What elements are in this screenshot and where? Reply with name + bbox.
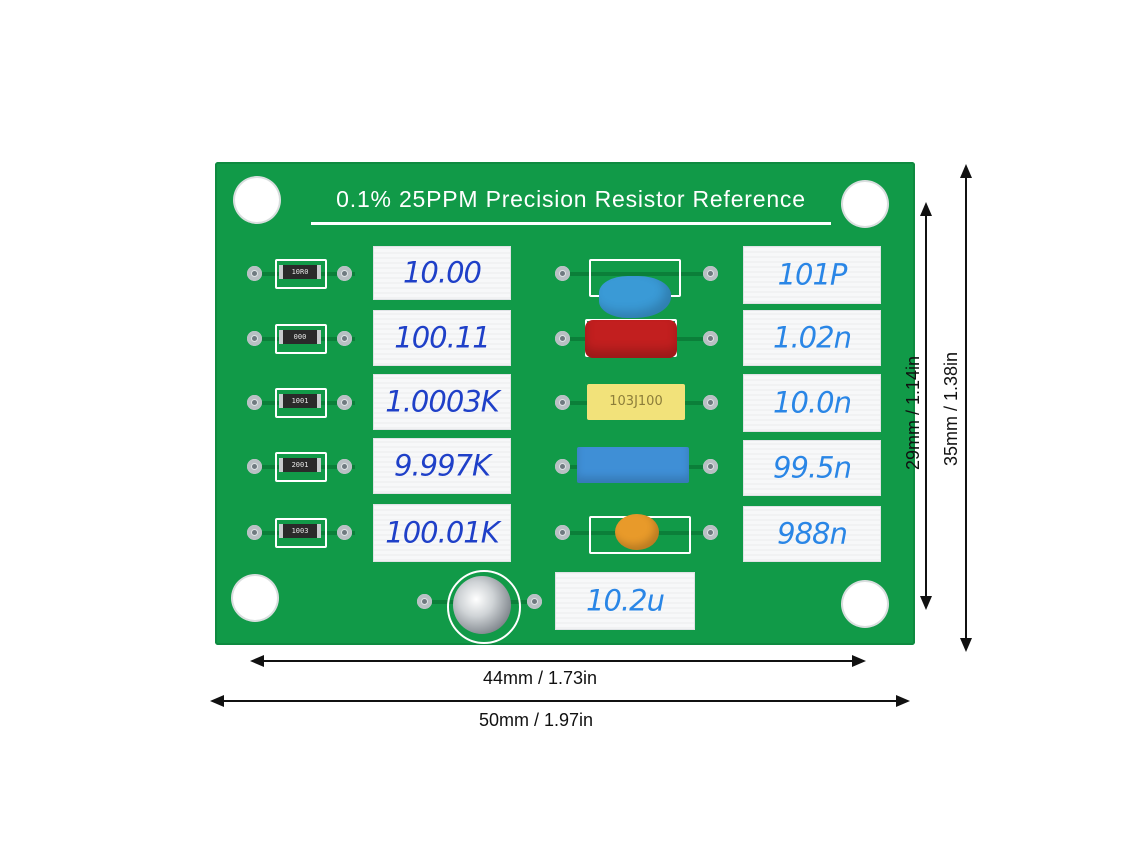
value-label: 1.0003K bbox=[373, 374, 511, 430]
solder-pad bbox=[555, 525, 570, 540]
capacitor-value: 99.5n bbox=[773, 450, 852, 485]
arrow-up-icon bbox=[960, 164, 972, 178]
film-capacitor-yellow: 103J100 bbox=[587, 384, 685, 420]
value-label: 9.997K bbox=[373, 438, 511, 494]
value-label: 100.01K bbox=[373, 504, 511, 562]
solder-pad bbox=[555, 266, 570, 281]
arrow-up-icon bbox=[920, 202, 932, 216]
solder-pad bbox=[337, 459, 352, 474]
arrow-right-icon bbox=[896, 695, 910, 707]
film-capacitor-red bbox=[585, 320, 677, 358]
capacitor-value: 10.0n bbox=[773, 385, 852, 420]
value-label: 10.00 bbox=[373, 246, 511, 300]
capacitor-value: 988n bbox=[777, 516, 848, 551]
dimension-line bbox=[965, 176, 967, 640]
dimension-line bbox=[262, 660, 854, 662]
dimension-label: 50mm / 1.97in bbox=[478, 710, 594, 730]
electrolytic-value: 10.2u bbox=[586, 583, 665, 618]
smd-outline bbox=[275, 452, 327, 482]
solder-pad bbox=[337, 331, 352, 346]
solder-pad bbox=[417, 594, 432, 609]
electrolytic-capacitor bbox=[453, 576, 511, 634]
value-label: 99.5n bbox=[743, 440, 881, 496]
resistor-value: 1.0003K bbox=[385, 384, 500, 419]
solder-pad bbox=[555, 459, 570, 474]
solder-pad bbox=[337, 525, 352, 540]
arrow-left-icon bbox=[250, 655, 264, 667]
smd-resistor: 1003 bbox=[279, 524, 321, 538]
board-title: 0.1% 25PPM Precision Resistor Reference bbox=[336, 186, 806, 212]
smd-resistor: 1001 bbox=[279, 394, 321, 408]
arrow-down-icon bbox=[960, 638, 972, 652]
electrolytic-outline bbox=[447, 570, 521, 644]
value-label: 101P bbox=[743, 246, 881, 304]
solder-pad bbox=[703, 266, 718, 281]
value-label: 1.02n bbox=[743, 310, 881, 366]
solder-pad bbox=[703, 459, 718, 474]
value-label: 100.11 bbox=[373, 310, 511, 366]
resistor-value: 9.997K bbox=[393, 448, 491, 483]
resistor-value: 10.00 bbox=[402, 255, 482, 290]
smd-resistor: 2001 bbox=[279, 458, 321, 472]
solder-pad bbox=[527, 594, 542, 609]
solder-pad bbox=[555, 395, 570, 410]
title-underline bbox=[311, 222, 831, 225]
solder-pad bbox=[555, 331, 570, 346]
dimension-label: 35mm / 1.38in bbox=[941, 351, 961, 467]
mounting-hole-bottom-right bbox=[843, 582, 887, 626]
arrow-left-icon bbox=[210, 695, 224, 707]
dimension-label: 44mm / 1.73in bbox=[482, 668, 598, 688]
arrow-right-icon bbox=[852, 655, 866, 667]
solder-pad bbox=[247, 331, 262, 346]
solder-pad bbox=[247, 459, 262, 474]
dimension-line bbox=[925, 214, 927, 598]
value-label: 10.2u bbox=[555, 572, 695, 630]
film-capacitor-blue bbox=[577, 447, 689, 483]
smd-resistor: 000 bbox=[279, 330, 321, 344]
dimension-line bbox=[222, 700, 898, 702]
solder-pad bbox=[703, 395, 718, 410]
solder-pad bbox=[247, 395, 262, 410]
ceramic-disc-capacitor bbox=[599, 276, 671, 318]
dimension-label: 29mm / 1.14in bbox=[903, 355, 923, 471]
mounting-hole-bottom-left bbox=[233, 576, 277, 620]
smd-resistor: 10R0 bbox=[279, 265, 321, 279]
solder-pad bbox=[703, 331, 718, 346]
solder-pad bbox=[337, 266, 352, 281]
mounting-hole-top-right bbox=[843, 182, 887, 226]
arrow-down-icon bbox=[920, 596, 932, 610]
pcb-board: 0.1% 25PPM Precision Resistor Reference … bbox=[215, 162, 915, 645]
value-label: 10.0n bbox=[743, 374, 881, 432]
capacitor-value: 1.02n bbox=[773, 320, 852, 355]
mounting-hole-top-left bbox=[235, 178, 279, 222]
smd-outline bbox=[275, 259, 327, 289]
capacitor-value: 101P bbox=[777, 257, 848, 292]
solder-pad bbox=[703, 525, 718, 540]
solder-pad bbox=[337, 395, 352, 410]
smd-outline bbox=[275, 518, 327, 548]
solder-pad bbox=[247, 525, 262, 540]
resistor-value: 100.11 bbox=[394, 320, 490, 355]
value-label: 988n bbox=[743, 506, 881, 562]
resistor-value: 100.01K bbox=[385, 515, 500, 550]
ceramic-capacitor-orange bbox=[615, 514, 659, 550]
smd-outline bbox=[275, 388, 327, 418]
solder-pad bbox=[247, 266, 262, 281]
smd-outline bbox=[275, 324, 327, 354]
